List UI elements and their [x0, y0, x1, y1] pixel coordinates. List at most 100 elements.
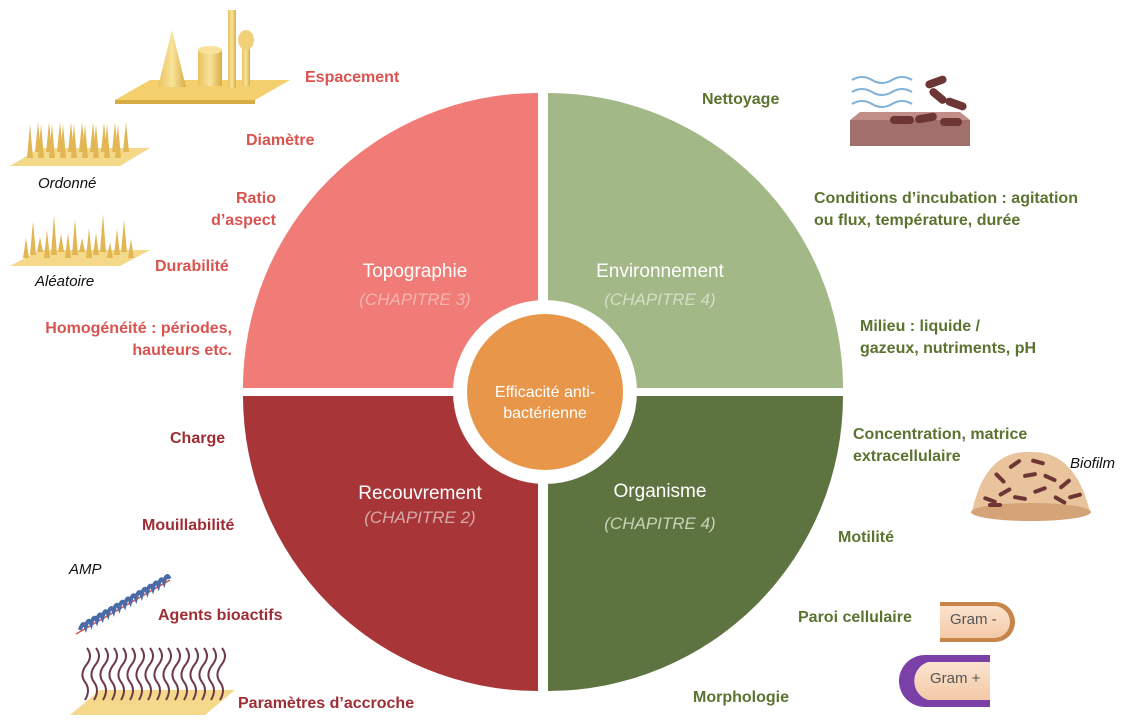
recouvrement-title-block: Recouvrement (CHAPITRE 2) [340, 482, 500, 530]
organisme-title: Organisme [613, 481, 707, 502]
organisme-chapter: (CHAPITRE 4) [604, 514, 716, 533]
label-incub-line2: ou flux, température, durée [814, 212, 1021, 229]
organisme-title-block: Organisme (CHAPITRE 4) [585, 480, 735, 536]
biofilm-bacterium [998, 487, 1012, 497]
biofilm-bacterium [1033, 486, 1047, 494]
polymer-chain [153, 647, 163, 701]
label-ratio-line2: d’aspect [211, 212, 276, 229]
polymer-chain [171, 647, 181, 701]
polymer-chain [90, 647, 100, 701]
polymer-chain [162, 647, 172, 701]
polymer-chain [117, 647, 127, 701]
biofilm-bacterium [1023, 472, 1037, 478]
label-conc-line1: Concentration, matrice [853, 426, 1028, 443]
label-gram-neg: Gram - [950, 611, 997, 628]
ordered-spike [68, 122, 74, 152]
label-morphologie: Morphologie [693, 689, 789, 706]
ordered-spike [79, 122, 85, 152]
random-spike [37, 237, 43, 252]
random-spike [30, 221, 36, 255]
label-homog-line2: hauteurs etc. [132, 342, 232, 359]
random-spike [128, 239, 134, 258]
random-spike [114, 229, 120, 255]
ordered-spike [123, 122, 129, 152]
random-spike [44, 230, 50, 258]
label-amp: AMP [69, 561, 102, 578]
ordered-spike [35, 122, 41, 152]
biofilm-bacterium [1059, 478, 1071, 490]
biofilm-bacterium [1053, 495, 1067, 505]
biofilm-bacterium [1043, 473, 1057, 483]
label-concentration: Concentration, matrice extracellulaire [853, 424, 1027, 468]
polymer-chain [99, 647, 109, 701]
label-milieu: Milieu : liquide / gazeux, nutriments, p… [860, 316, 1036, 360]
label-mouillabilite: Mouillabilité [142, 517, 235, 534]
label-homogeneite: Homogénéité : périodes, hauteurs etc. [10, 318, 232, 362]
amp-helix-illustration [75, 574, 172, 635]
biofilm-bacterium [1031, 458, 1045, 466]
label-ordonne: Ordonné [38, 175, 97, 192]
environnement-chapter: (CHAPITRE 4) [604, 290, 716, 309]
topographie-title-block: Topographie (CHAPITRE 3) [340, 260, 490, 312]
polymer-chain [189, 647, 199, 701]
label-biofilm: Biofilm [1070, 455, 1116, 472]
center-label: Efficacité anti- bactérienne [462, 382, 628, 424]
topographie-chapter: (CHAPITRE 3) [359, 290, 471, 309]
label-milieu-line1: Milieu : liquide / [860, 318, 980, 335]
label-incub-line1: Conditions d’incubation : agitation [814, 190, 1078, 207]
ordered-spikes-illustration [10, 122, 150, 166]
ordered-spike [90, 122, 96, 152]
polymer-chain [135, 647, 145, 701]
label-motilite: Motilité [838, 529, 894, 546]
random-spike [51, 215, 57, 255]
gram-positive-illustration [899, 655, 990, 707]
ordered-spike [101, 122, 107, 152]
label-nettoyage: Nettoyage [702, 91, 780, 108]
random-spike [93, 233, 99, 255]
cleaning-illustration [850, 75, 970, 146]
gram-negative-illustration [940, 602, 1015, 642]
random-spike [100, 214, 106, 252]
label-paroi-cellulaire: Paroi cellulaire [798, 609, 912, 626]
polymer-chain [144, 647, 154, 701]
quadrant-organisme [548, 396, 843, 691]
biofilm-bacterium [994, 472, 1006, 484]
random-spike [107, 242, 113, 258]
biofilm-bacterium [988, 503, 1002, 507]
label-conc-line2: extracellulaire [853, 448, 961, 465]
ordered-spike [112, 122, 118, 152]
recouvrement-chapter: (CHAPITRE 2) [364, 508, 476, 527]
random-spike [65, 233, 71, 258]
polymer-brush-illustration [70, 647, 235, 715]
center-label-line1: Efficacité anti- [494, 384, 596, 401]
ordered-spike [27, 124, 33, 158]
label-conditions-incubation: Conditions d’incubation : agitation ou f… [814, 188, 1078, 232]
random-spike [23, 238, 29, 258]
label-ratio-line1: Ratio [236, 190, 276, 207]
label-homog-line1: Homogénéité : périodes, [45, 320, 232, 337]
label-ratio-aspect: Ratio d’aspect [180, 188, 276, 232]
label-gram-pos: Gram + [930, 670, 981, 687]
polymer-chain [180, 647, 190, 701]
label-espacement: Espacement [305, 69, 400, 86]
ordered-spike [57, 122, 63, 152]
label-charge: Charge [170, 430, 226, 447]
topography-shapes-illustration [115, 10, 290, 104]
biofilm-bacterium [1068, 492, 1082, 500]
random-spike [121, 220, 127, 252]
topographie-title: Topographie [362, 261, 468, 282]
label-durabilite: Durabilité [155, 258, 229, 275]
label-diametre: Diamètre [246, 132, 315, 149]
polymer-chain [198, 647, 208, 701]
biofilm-bacterium [1008, 459, 1022, 469]
random-spike [79, 238, 85, 252]
quadrant-recouvrement [243, 396, 538, 691]
label-agents-bioactifs: Agents bioactifs [158, 607, 283, 624]
random-spike [72, 219, 78, 255]
random-spike [86, 228, 92, 258]
center-circle [467, 314, 623, 470]
polymer-chain [207, 647, 217, 701]
polymer-chain [216, 647, 226, 701]
label-aleatoire: Aléatoire [35, 273, 95, 290]
